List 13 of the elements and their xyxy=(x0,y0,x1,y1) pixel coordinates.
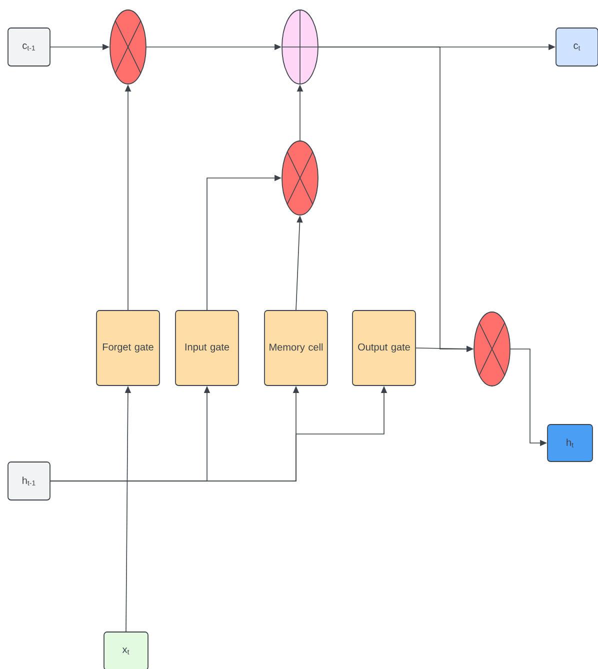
gate-box: Input gate xyxy=(175,310,239,386)
multiply-circle xyxy=(474,312,510,386)
gate-box: Forget gate xyxy=(96,310,160,386)
gate-box: Output gate xyxy=(352,310,416,386)
add-circle xyxy=(282,10,318,84)
input-box: x$_{t}$ xyxy=(104,632,148,669)
cell-box: Memory cell xyxy=(264,310,328,386)
output-box: c$_{t}$ xyxy=(556,28,598,66)
multiply-circle xyxy=(282,140,318,216)
input-box: h$_{t-1}$ xyxy=(8,462,50,500)
multiply-circle xyxy=(110,10,146,84)
input-box: c$_{t-1}$ xyxy=(8,28,50,66)
output-box: h$_{t}$ xyxy=(547,424,593,462)
